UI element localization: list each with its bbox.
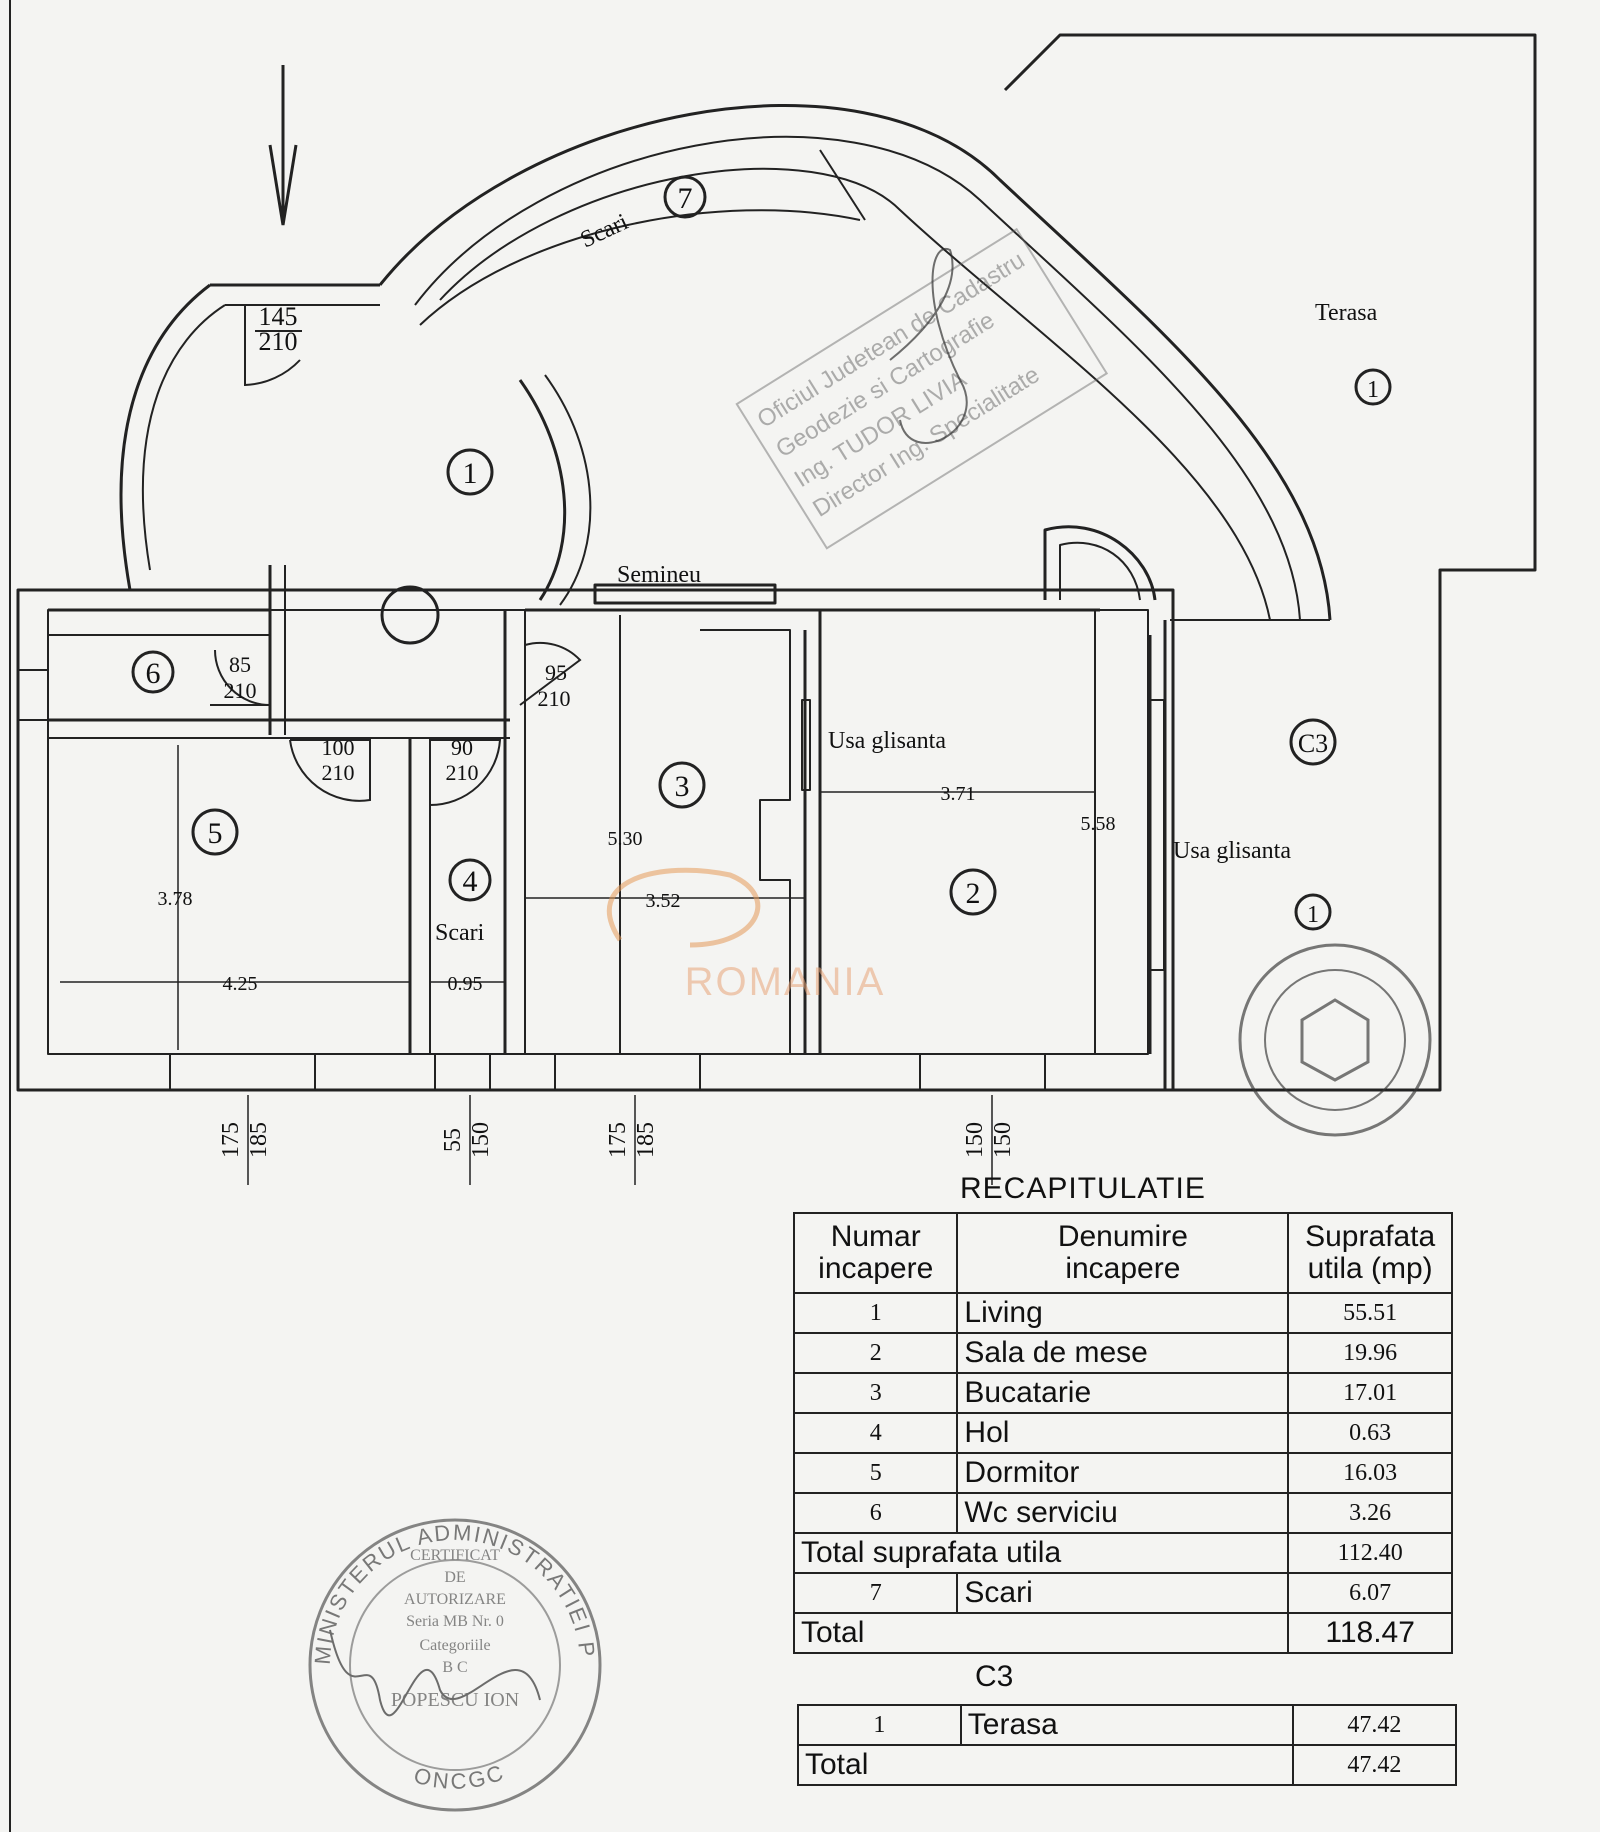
dim-3-78: 3.78 — [158, 888, 193, 910]
stamp-line-7: POPESCU ION — [391, 1689, 519, 1711]
watermark: ROMANIA — [606, 867, 886, 1004]
total-utila-value: 112.40 — [1287, 1532, 1453, 1574]
entrance-arrow-icon — [268, 65, 298, 226]
room-number-4: 4 — [463, 865, 478, 898]
door-90-h: 210 — [446, 760, 479, 785]
window-1-a: 175 — [218, 1122, 244, 1158]
dim-5-30: 5.30 — [608, 828, 643, 850]
stamp-line-5: Categoriile — [419, 1637, 490, 1654]
room-number-1: 1 — [463, 457, 478, 490]
window-1-b: 185 — [246, 1122, 272, 1158]
label-semineu: Semineu — [617, 562, 701, 588]
dim-5-58: 5.58 — [1081, 813, 1116, 835]
window-3-a: 175 — [605, 1122, 631, 1158]
door-95-h: 210 — [538, 686, 571, 711]
dim-4-25: 4.25 — [223, 973, 258, 995]
stamp-oncgc-right — [1238, 943, 1432, 1137]
door-90-w: 90 — [451, 735, 473, 760]
stamp-line-6: B C — [442, 1659, 467, 1676]
door-85-w: 85 — [229, 652, 251, 677]
c3-label: C3 — [1298, 729, 1328, 758]
stamp-ring-top: MINISTERUL ADMINISTRATIEI PUBLICE — [0, 0, 600, 1665]
label-scari-7: Scari — [577, 209, 633, 254]
c3-total-label: Total — [797, 1744, 1294, 1786]
signature — [889, 247, 968, 444]
total-label: Total — [792, 1612, 1290, 1654]
window-3-b: 185 — [633, 1122, 659, 1158]
label-usa-glisanta-1: Usa glisanta — [828, 728, 946, 754]
label-scari-4: Scari — [435, 920, 485, 946]
label-usa-glisanta-2: Usa glisanta — [1173, 838, 1291, 864]
room-number-3: 3 — [675, 770, 690, 803]
window-4-a: 150 — [962, 1122, 988, 1158]
dim-3-71: 3.71 — [941, 783, 976, 805]
window-2-a: 55 — [440, 1128, 466, 1152]
column — [380, 585, 440, 645]
terrace-number-top: 1 — [1367, 377, 1379, 403]
room-number-5: 5 — [208, 817, 223, 850]
window-2-b: 150 — [468, 1122, 494, 1158]
room-number-2: 2 — [966, 877, 981, 910]
c3-title: C3 — [975, 1660, 1014, 1693]
total-value: 118.47 — [1287, 1612, 1453, 1654]
door-95-w: 95 — [545, 660, 567, 685]
door-145-w: 145 — [259, 302, 298, 331]
c3-total-value: 47.42 — [1291, 1744, 1458, 1786]
dim-3-52: 3.52 — [646, 890, 681, 912]
total-utila-label: Total suprafata utila — [792, 1532, 1290, 1574]
dim-0-95: 0.95 — [448, 973, 483, 995]
watermark-text: ROMANIA — [685, 960, 886, 1004]
window-4-b: 150 — [990, 1122, 1016, 1158]
stamp-line-2: DE — [444, 1569, 465, 1586]
stamp-cadastru: Oficiul Judetean de Cadastru Geodezie si… — [735, 227, 1109, 550]
door-85-h: 210 — [224, 678, 257, 703]
stamp-authorization: MINISTERUL ADMINISTRATIEI PUBLICE ONCGC … — [0, 0, 602, 1812]
stamp-line-1: CERTIFICAT — [410, 1547, 500, 1564]
room-number-7: 7 — [678, 182, 693, 215]
stamp-ring-bottom: ONCGC — [411, 1759, 509, 1794]
room-number-6: 6 — [146, 657, 161, 690]
terrace-number-bottom: 1 — [1307, 902, 1319, 928]
stamp-line-4: Seria MB Nr. 0 — [406, 1613, 504, 1630]
door-swings — [210, 305, 582, 807]
door-100-w: 100 — [322, 735, 355, 760]
recap-title: RECAPITULATIE — [960, 1172, 1206, 1205]
label-terasa: Terasa — [1315, 300, 1378, 326]
outer-wall — [16, 588, 1175, 1092]
stamp-line-3: AUTORIZARE — [404, 1591, 506, 1608]
door-100-h: 210 — [322, 760, 355, 785]
